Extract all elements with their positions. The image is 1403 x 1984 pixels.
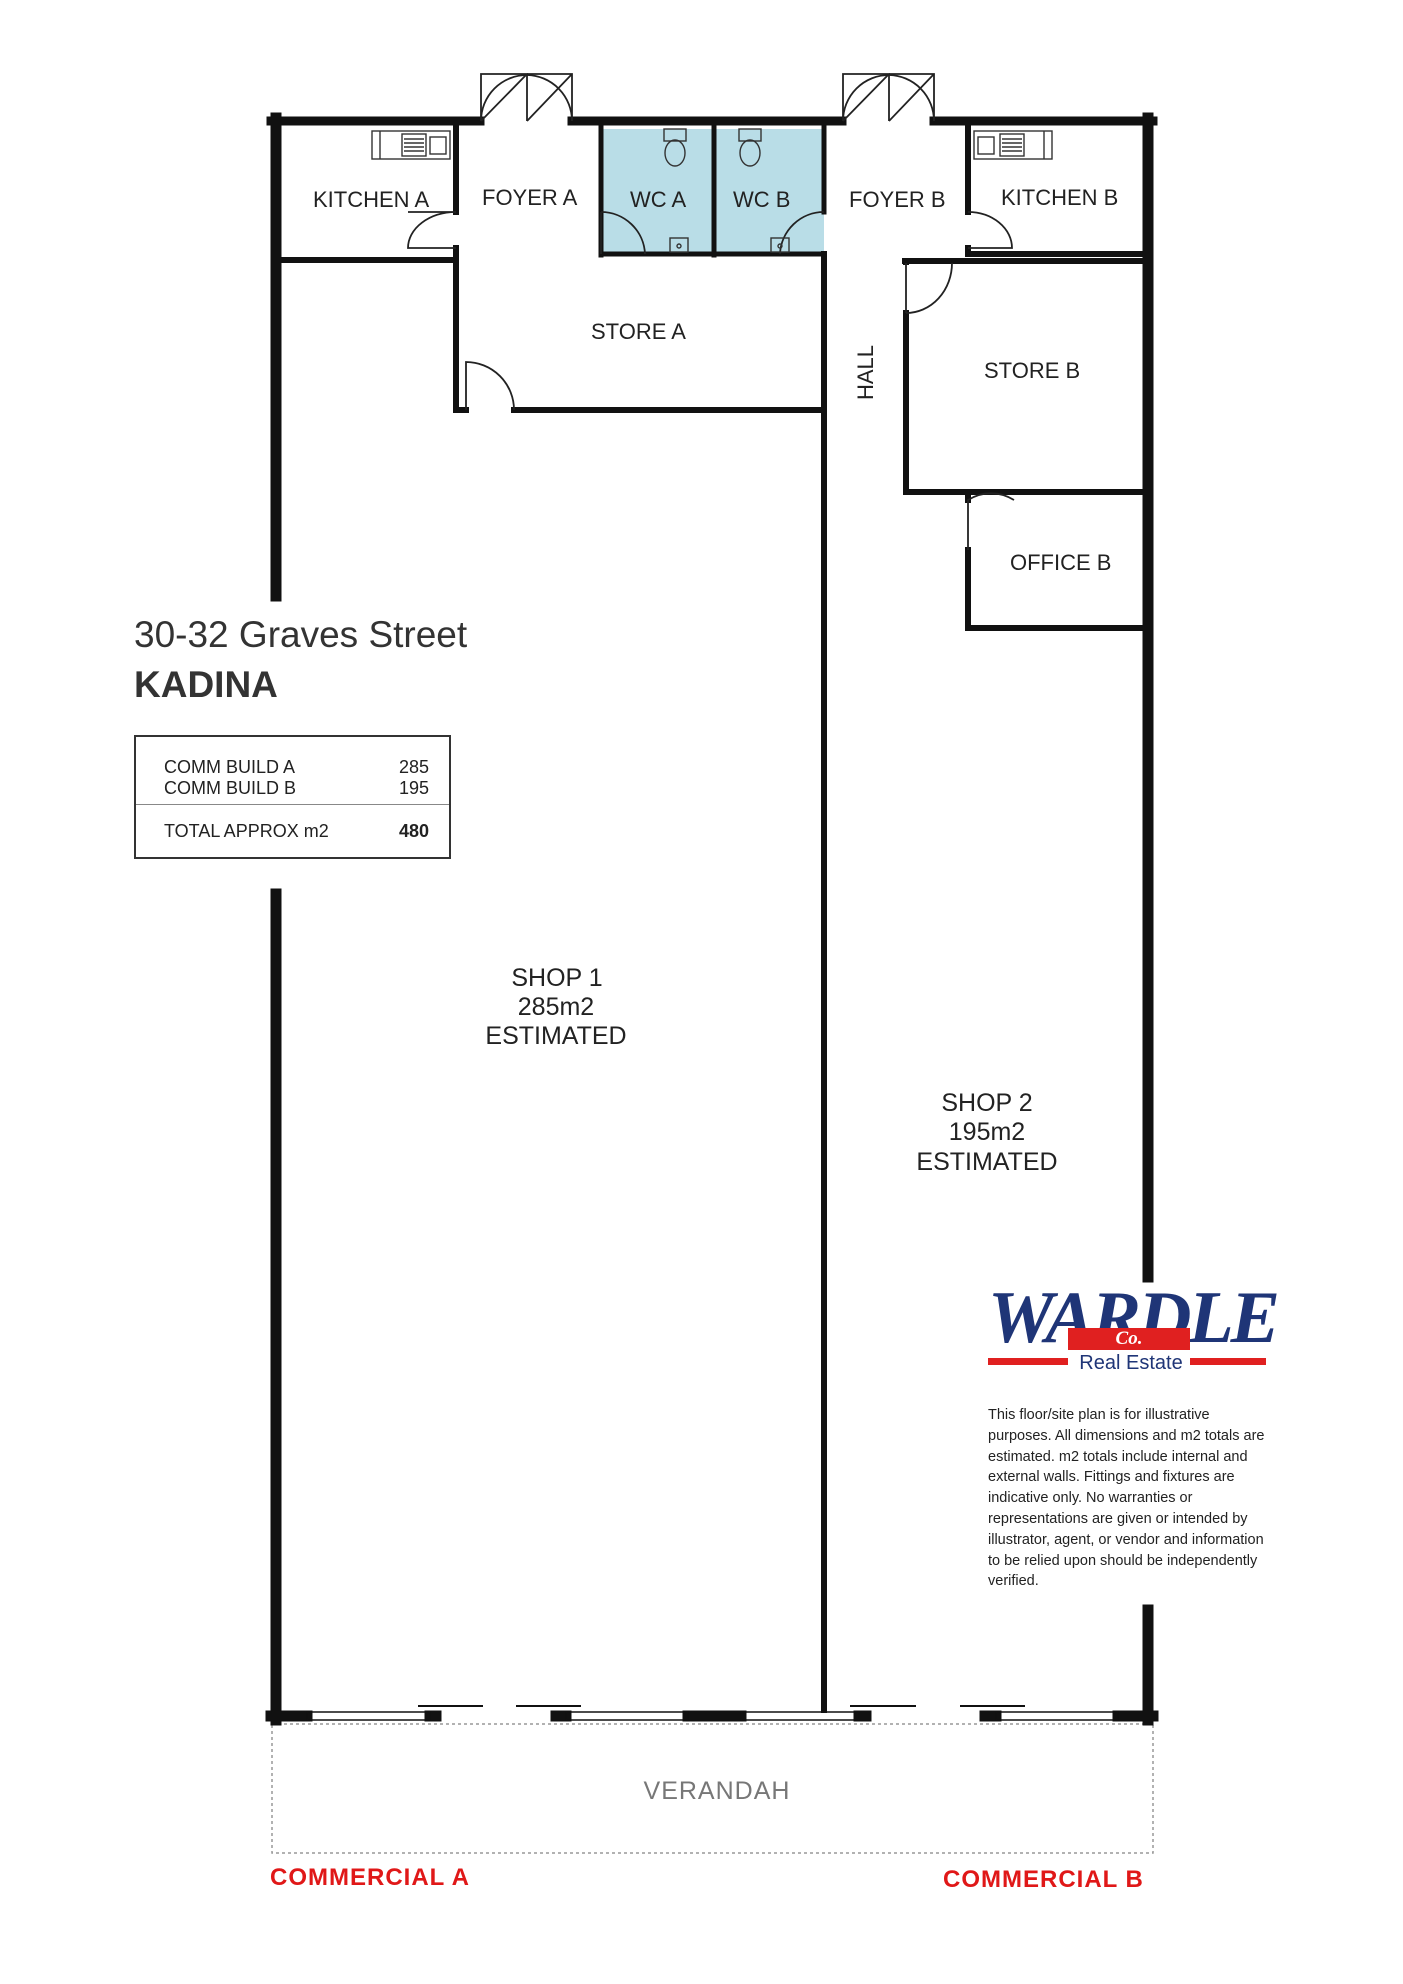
property-town: KADINA [134,664,278,705]
area-row: COMM BUILD A 285 [164,757,429,778]
verandah-area [271,1723,1154,1854]
commercial-a-label: COMMERCIAL A [270,1864,470,1891]
shop-2-area: 195m2 [949,1118,1025,1146]
shop-2-name: SHOP 2 [941,1089,1032,1117]
room-label-wc-b: WC B [733,187,790,212]
shop-1-name: SHOP 1 [511,964,602,992]
room-label-kitchen-b: KITCHEN B [1001,185,1118,210]
wc-b-area [714,129,824,253]
agency-logo: WARDLE Co. Real Estate [988,1278,1280,1378]
room-label-store-b: STORE B [984,358,1080,383]
logo-co-badge: Co. [1068,1328,1190,1350]
logo-bar [988,1358,1068,1365]
room-label-hall: HALL [853,345,878,400]
commercial-b-label: COMMERCIAL B [943,1866,1144,1893]
door-swings [407,73,1015,550]
area-total-value: 480 [398,821,429,841]
fixtures [371,128,1053,253]
room-label-wc-a: WC A [630,187,687,212]
shop-1-note: ESTIMATED [485,1022,626,1050]
room-label-store-a: STORE A [591,319,686,344]
room-label-foyer-b: FOYER B [849,187,946,212]
wc-a-area [601,129,713,253]
area-summary-table: COMM BUILD A 285 COMM BUILD B 195 TOTAL … [134,735,451,859]
logo-bar [1190,1358,1266,1365]
area-total-row: TOTAL APPROX m2 480 [164,821,429,842]
area-row-label: COMM BUILD A [164,757,296,777]
room-label-office-b: OFFICE B [1010,550,1111,575]
verandah-label: VERANDAH [644,1777,791,1805]
area-row-label: COMM BUILD B [164,778,297,798]
room-label-kitchen-a: KITCHEN A [313,187,429,212]
area-total-label: TOTAL APPROX m2 [164,821,329,841]
front-windows [306,1705,1119,1721]
logo-subtitle: Real Estate [1079,1352,1183,1374]
shop-1-area: 285m2 [518,993,594,1021]
area-row-value: 195 [398,778,429,798]
area-row-value: 285 [398,757,429,777]
shop-2-note: ESTIMATED [916,1148,1057,1176]
room-label-foyer-a: FOYER A [482,185,578,210]
area-row: COMM BUILD B 195 [164,778,429,799]
area-divider [136,804,449,805]
disclaimer-text: This floor/site plan is for illustrative… [988,1407,1265,1590]
property-address: 30-32 Graves Street [134,614,468,655]
walls [265,112,1159,1726]
